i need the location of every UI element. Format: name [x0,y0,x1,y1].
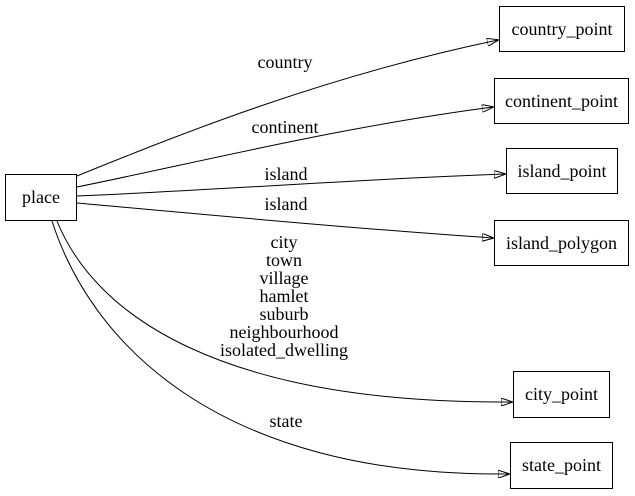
edge-label-island-point: island [264,164,308,184]
node-island_polygon: island_polygon [494,220,629,266]
edge-place-to-island_point [76,174,505,197]
node-continent_point: continent_point [494,78,629,124]
edge-label-island-polygon: island [264,194,308,214]
node-country_point: country_point [499,6,625,52]
node-country_point-label: country_point [511,18,613,39]
node-state_point-label: state_point [522,455,601,475]
node-island_point-label: island_point [517,160,607,181]
edge-label-continent: continent [251,117,319,137]
edge-label-city-variants: city town village hamlet suburb neighbou… [220,232,348,360]
edge-place-to-state_point [51,220,509,474]
node-continent_point-label: continent_point [505,90,618,111]
node-state_point: state_point [510,442,613,489]
node-island_polygon-label: island_polygon [506,232,617,253]
edge-place-to-island_polygon [76,202,493,238]
node-island_point: island_point [506,148,618,194]
node-place-label: place [22,187,60,207]
node-city_point: city_point [513,371,610,418]
node-place: place [5,174,77,221]
node-city_point-label: city_point [525,384,598,404]
edge-label-country: country [257,52,313,72]
edge-place-to-continent_point [76,107,493,188]
edge-place-to-country_point [76,40,498,177]
edge-place-to-city_point [56,220,512,402]
edge-label-state: state [269,411,303,431]
